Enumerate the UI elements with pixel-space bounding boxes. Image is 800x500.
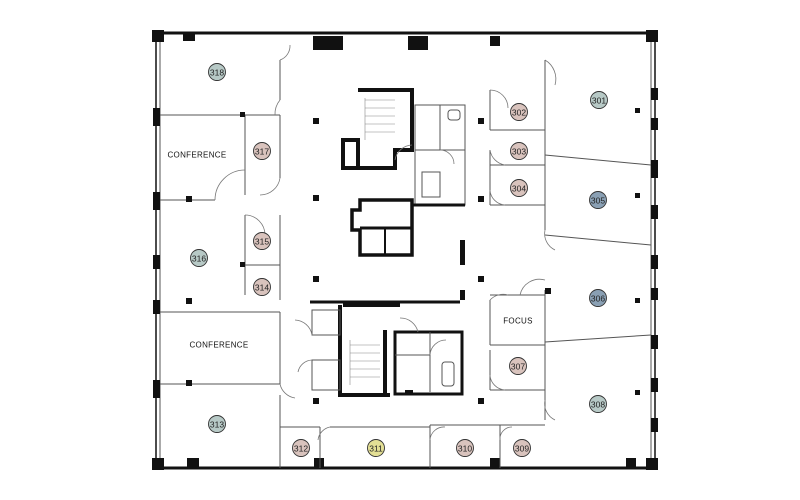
- conference-room-label-lower: CONFERENCE: [189, 341, 248, 350]
- room-badge-circle: [253, 232, 271, 250]
- room-number: 317: [255, 147, 269, 157]
- room-badge-316: 316: [190, 249, 208, 267]
- room-number: 305: [591, 196, 605, 206]
- left-wing-walls: [160, 44, 320, 468]
- room-badge-circle: [456, 439, 474, 457]
- right-wing-walls: [429, 59, 652, 468]
- room-badge-312: 312: [292, 439, 310, 457]
- room-badge-circle: [208, 415, 226, 433]
- room-badge-circle: [510, 142, 528, 160]
- room-badge-317: 317: [253, 142, 271, 160]
- room-number: 318: [210, 68, 224, 78]
- room-number: 304: [512, 184, 526, 194]
- room-badge-313: 313: [208, 415, 226, 433]
- room-badge-circle: [589, 395, 607, 413]
- room-badge-circle: [589, 289, 607, 307]
- room-badge-306: 306: [589, 289, 607, 307]
- room-number: 314: [255, 283, 269, 293]
- room-badge-308: 308: [589, 395, 607, 413]
- focus-room-label: FOCUS: [503, 317, 533, 326]
- building-core: [294, 88, 484, 404]
- room-badge-circle: [510, 179, 528, 197]
- room-number: 311: [369, 444, 383, 454]
- room-badge-circle: [590, 91, 608, 109]
- room-badge-311: 311: [367, 439, 385, 457]
- room-number: 308: [591, 400, 605, 410]
- room-badge-circle: [208, 63, 226, 81]
- room-badge-315: 315: [253, 232, 271, 250]
- room-number: 301: [592, 96, 606, 106]
- room-badge-303: 303: [510, 142, 528, 160]
- room-number: 302: [512, 108, 526, 118]
- room-number: 310: [458, 444, 472, 454]
- room-badge-301: 301: [590, 91, 608, 109]
- bottom-wing-walls: [280, 426, 513, 468]
- room-badges: 318 317 316 315 314 313 312 311 310 309 308 307 306 3…: [190, 63, 608, 457]
- room-badge-circle: [190, 249, 208, 267]
- room-number: 309: [515, 444, 529, 454]
- room-badge-circle: [513, 439, 531, 457]
- room-number: 315: [255, 237, 269, 247]
- room-badge-circle: [253, 142, 271, 160]
- room-number: 303: [512, 147, 526, 157]
- room-badge-307: 307: [509, 357, 527, 375]
- room-badge-305: 305: [589, 191, 607, 209]
- room-number: 312: [294, 444, 308, 454]
- room-badge-circle: [292, 439, 310, 457]
- exterior-walls: [152, 30, 658, 470]
- room-number: 313: [210, 420, 224, 430]
- room-badge-314: 314: [253, 278, 271, 296]
- room-badge-304: 304: [510, 179, 528, 197]
- room-number: 307: [511, 362, 525, 372]
- room-badge-circle: [510, 103, 528, 121]
- room-badge-318: 318: [208, 63, 226, 81]
- room-badge-circle: [589, 191, 607, 209]
- room-badge-310: 310: [456, 439, 474, 457]
- room-badge-302: 302: [510, 103, 528, 121]
- room-number: 306: [591, 294, 605, 304]
- room-number: 316: [192, 254, 206, 264]
- conference-room-label-upper: CONFERENCE: [167, 151, 226, 160]
- room-badge-circle: [509, 357, 527, 375]
- room-badge-309: 309: [513, 439, 531, 457]
- room-badge-circle: [253, 278, 271, 296]
- room-badge-circle: [367, 439, 385, 457]
